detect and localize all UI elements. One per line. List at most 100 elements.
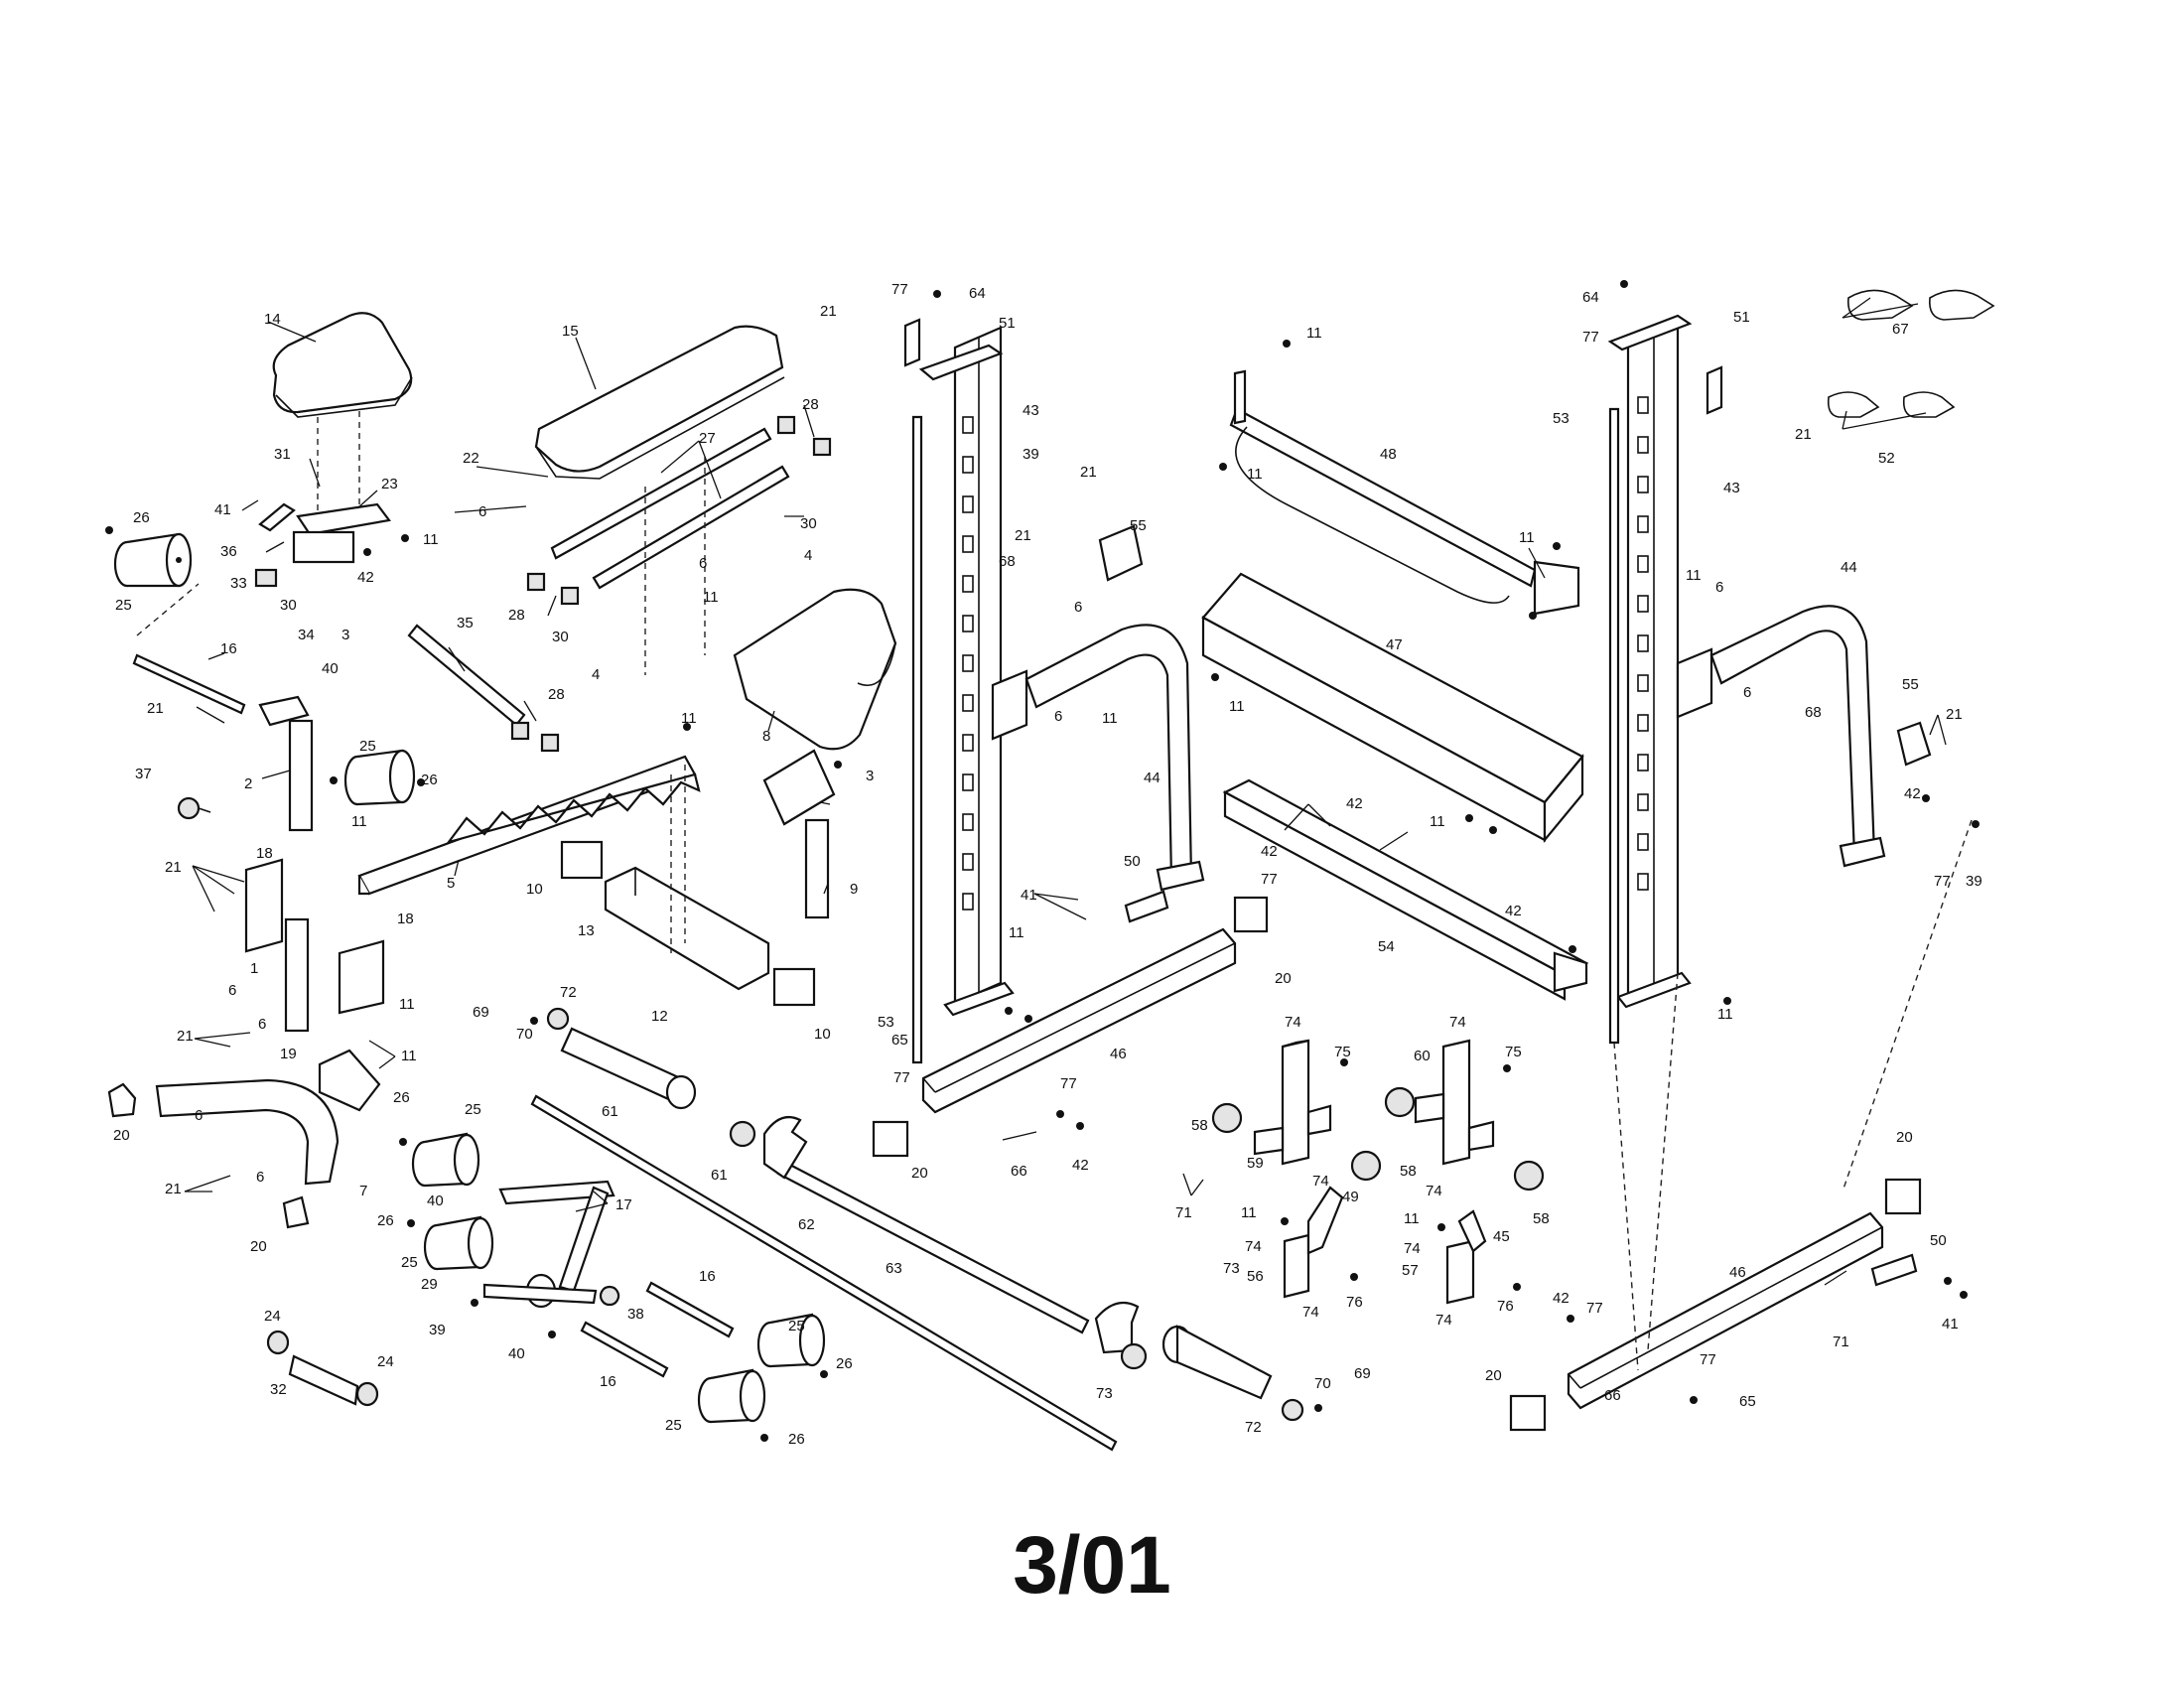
callout-label: 62 [798,1216,815,1233]
part-51-plate-left [903,318,921,367]
part-2-upright [258,695,314,832]
callout-label: 74 [1302,1304,1319,1321]
part-25-roller-c [411,1132,480,1188]
callout-label: 25 [359,738,376,755]
part-16-rod-c [580,1321,669,1378]
part-28-cap-c [526,572,546,592]
part-56-post [1283,1186,1344,1299]
part-24-bushing [266,1330,290,1355]
callout-label: 4 [592,666,600,683]
callout-label: 18 [256,845,273,862]
callout-label: 61 [711,1167,728,1184]
callout-label: 21 [165,1181,182,1197]
leader-lines [184,297,1947,1286]
part-58-bushing [1211,1102,1243,1134]
part-25-roller [113,532,193,588]
callout-label: 11 [1247,466,1263,483]
callout-label: 53 [1553,410,1570,427]
part-9-post [762,749,836,919]
callout-label: 77 [1060,1075,1077,1092]
part-16-rod-b [645,1281,735,1338]
part-63-bar [530,1094,1118,1452]
callout-label: 6 [195,1107,203,1124]
callout-label: 68 [1805,704,1822,721]
callout-label: 76 [1346,1294,1363,1311]
callout-labels: 14 15 31 23 41 36 11 42 33 30 34 3 26 25… [113,281,1982,1448]
part-28-cap-f [540,733,560,753]
callout-label: 72 [560,984,577,1001]
callout-label: 75 [1334,1044,1351,1060]
callout-label: 16 [600,1373,616,1390]
callout-label: 23 [381,476,398,492]
callout-label: 45 [1493,1228,1510,1245]
callout-label: 26 [133,509,150,526]
callout-label: 67 [1892,321,1909,338]
guide-line-c [1647,972,1679,1351]
callout-label: 11 [1519,529,1535,546]
callout-label: 77 [891,281,908,298]
callout-label: 5 [447,875,455,892]
part-61-sleeve [560,1027,697,1110]
callout-label: 6 [1074,599,1082,616]
callout-label: 36 [220,543,237,560]
callout-label: 29 [421,1276,438,1293]
callout-label: 9 [850,881,858,898]
callout-label: 66 [1011,1163,1027,1180]
callout-label: 11 [1229,698,1245,715]
callout-label: 70 [1314,1375,1331,1392]
callout-label: 3 [866,768,874,784]
part-58-bushing-c [1384,1086,1416,1118]
callout-label: 58 [1400,1163,1417,1180]
callout-label: 39 [429,1322,446,1338]
callout-label: 77 [1586,1300,1603,1317]
callout-label: 21 [820,303,837,320]
part-72-bushing-b [1281,1398,1304,1422]
part-37-knob [177,796,211,820]
callout-label: 6 [228,982,236,999]
callout-label: 28 [548,686,565,703]
callout-label: 6 [256,1169,264,1186]
diagram-date-code: 3/01 [1013,1520,1171,1611]
callout-label: 74 [1404,1240,1421,1257]
callout-label: 1 [250,960,258,977]
callout-label: 11 [703,589,719,606]
part-67-clips [1846,289,1995,321]
callout-label: 11 [1717,1006,1733,1023]
part-58-bushing-d [1513,1160,1545,1192]
callout-label: 40 [427,1193,444,1209]
callout-label: 20 [911,1165,928,1182]
callout-label: 25 [465,1101,481,1118]
part-20-endcap-b [282,1195,310,1229]
callout-label: 35 [457,615,474,632]
part-73-bushing [729,1120,756,1148]
callout-label: 77 [1934,873,1951,890]
callout-label: 53 [878,1014,894,1031]
part-8-curlpad [733,588,897,751]
part-62-bar [762,1116,1140,1354]
callout-label: 74 [1426,1183,1442,1199]
part-10-cap [560,840,604,880]
callout-label: 55 [1130,517,1147,534]
part-53-rod-left [911,415,923,1064]
callout-label: 20 [1896,1129,1913,1146]
callout-label: 33 [230,575,247,592]
part-15-backpad [534,325,785,480]
part-28-cap-e [510,721,530,741]
callout-label: 19 [280,1046,297,1062]
part-7-uframe [155,1078,340,1186]
part-58-bushing-b [1350,1150,1382,1182]
callout-label: 21 [1015,527,1031,544]
part-23-bracket [258,502,391,564]
callout-label: 3 [341,627,349,643]
part-28-cap-b [812,437,832,457]
callout-label: 10 [814,1026,831,1043]
part-50-plate-right [1870,1253,1918,1287]
callout-label: 21 [1795,426,1812,443]
callout-label: 6 [258,1016,266,1033]
part-25-roller-d [423,1215,494,1271]
callout-label: 20 [1275,970,1292,987]
callout-label: 24 [377,1353,394,1370]
callout-label: 11 [1404,1210,1420,1227]
callout-label: 2 [244,775,252,792]
